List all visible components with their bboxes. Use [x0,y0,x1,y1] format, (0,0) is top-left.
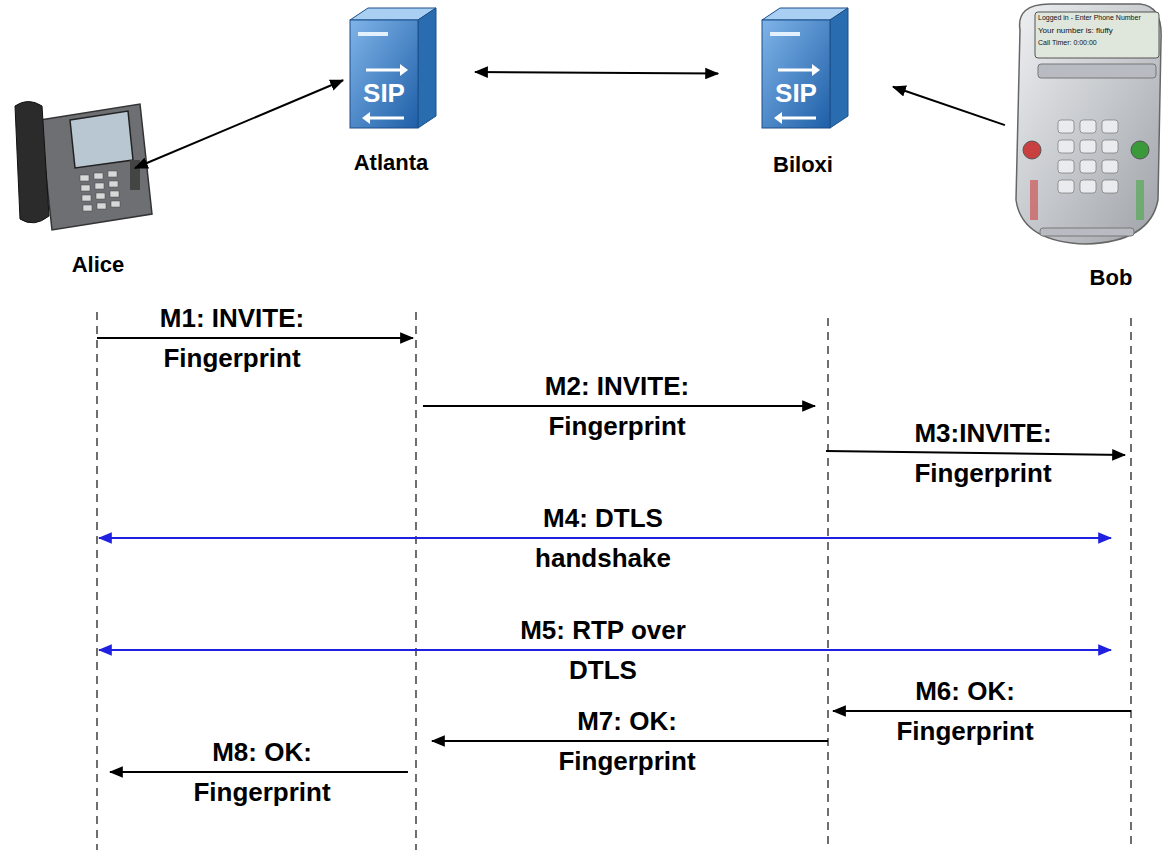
lifeline [415,312,416,850]
sip-server-icon [350,8,436,128]
lifeline [827,318,828,850]
participant-name: Alice [72,252,125,278]
participant-name: Atlanta [354,150,429,176]
sip-server-icon [762,8,848,128]
message-label: M7: OK: Fingerprint [509,701,745,781]
participant-name: Biloxi [773,152,833,178]
message-label: M5: RTP over DTLS [485,610,721,690]
message-label: M8: OK: Fingerprint [144,732,380,812]
message-label: M3:INVITE: Fingerprint [865,413,1101,493]
lifelines [97,312,1131,850]
screen-text: Your number is: fluffy [1038,26,1113,35]
message-arrow [99,649,1111,651]
link-arrow [475,72,718,74]
message-arrow [110,771,408,773]
message-label: M6: OK: Fingerprint [847,671,1083,751]
message-label: M2: INVITE: Fingerprint [499,366,735,446]
link-arrow [893,87,1005,125]
message-label: M4: DTLS handshake [485,498,721,578]
lifeline [96,312,97,850]
desk-phone-icon [15,102,152,231]
participant-name: Bob [1090,265,1133,291]
message-arrow [833,710,1131,712]
softphone-icon [1016,4,1161,244]
message-arrow [826,451,1125,455]
message-arrow [99,537,1111,539]
message-arrow [97,337,413,339]
message-arrow [423,405,815,407]
lifeline [1130,318,1131,850]
message-label: M1: INVITE: Fingerprint [114,298,350,378]
phone-participant: Alice [5,90,165,285]
screen-text: Call Timer: 0:00:00 [1038,39,1097,46]
sip-logo-text: SIP [775,78,817,109]
sip-logo-text: SIP [363,78,405,109]
link-arrow [135,80,343,168]
screen-text: Logged in - Enter Phone Number [1038,14,1141,21]
message-arrow [432,740,828,742]
proxy-server: Atlanta [330,5,480,180]
